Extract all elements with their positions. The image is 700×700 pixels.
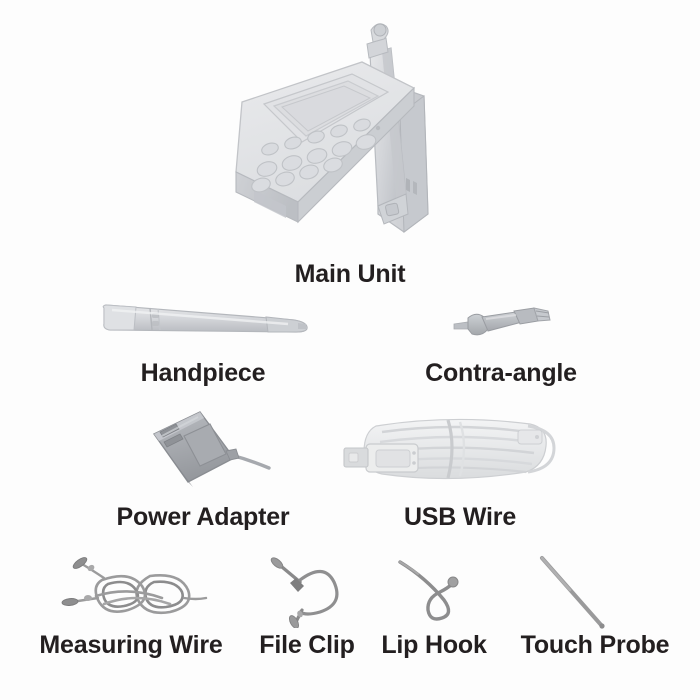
label-lip-hook: Lip Hook: [381, 631, 487, 659]
label-measuring-wire: Measuring Wire: [39, 631, 223, 659]
label-contra-angle: Contra-angle: [425, 359, 577, 387]
power-adapter-icon: [153, 411, 271, 487]
file-clip-icon: [270, 557, 339, 628]
label-usb-wire: USB Wire: [403, 503, 517, 531]
label-touch-probe: Touch Probe: [520, 631, 670, 659]
touch-probe-icon: [540, 556, 605, 629]
label-file-clip: File Clip: [259, 631, 355, 659]
usb-cable-coil-icon: [343, 418, 556, 480]
label-power-adapter: Power Adapter: [116, 503, 290, 531]
measuring-wire-coil-icon: [61, 557, 208, 615]
label-handpiece: Handpiece: [140, 359, 266, 387]
contra-angle-head-icon: [453, 307, 551, 336]
lip-hook-icon: [398, 560, 459, 621]
label-main-unit: Main Unit: [294, 260, 406, 288]
handpiece-icon: [102, 304, 308, 333]
endo-motor-console-icon: [235, 23, 429, 233]
